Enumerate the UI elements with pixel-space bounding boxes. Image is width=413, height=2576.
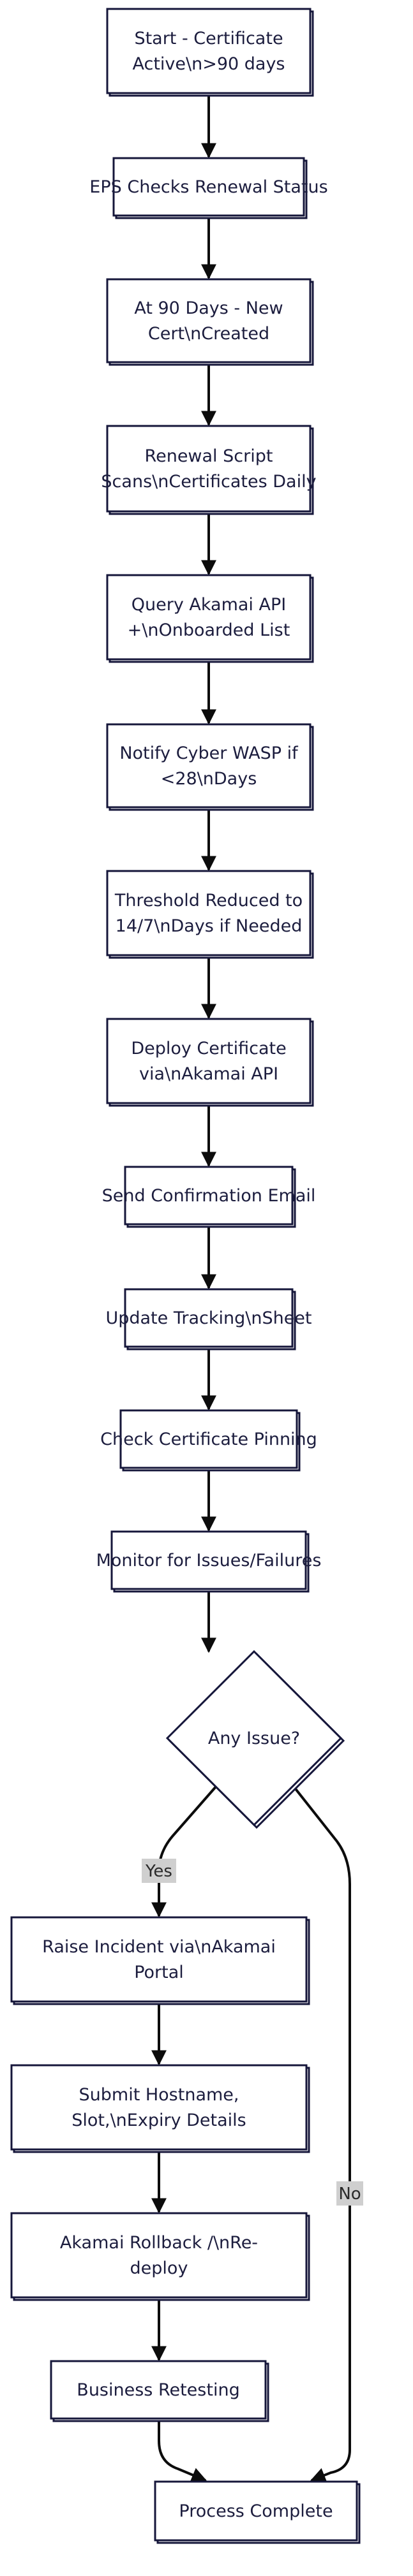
node-label-line: EPS Checks Renewal Status	[89, 177, 327, 197]
node-label-line: Submit Hostname,	[79, 2085, 239, 2105]
node-eps: EPS Checks Renewal Status	[89, 157, 328, 219]
node-notify: Notify Cyber WASP if <28\nDays	[106, 723, 314, 811]
node-label-line: Start - Certificate	[134, 29, 283, 48]
edge-decision-to-incident	[151, 1784, 218, 1918]
node-label-line: Active\n>90 days	[132, 54, 285, 74]
process-box	[10, 1916, 308, 2003]
edge-label-text: No	[338, 2184, 361, 2204]
decision-diamond	[165, 1650, 343, 1827]
process-box	[124, 1288, 294, 1348]
node-tracking: Update Tracking\nSheet	[105, 1288, 312, 1350]
edge-retest-to-complete	[158, 2419, 207, 2482]
edge-label-background	[142, 1859, 176, 1883]
process-box	[110, 1530, 307, 1590]
node-label-line: Process Complete	[179, 2501, 333, 2521]
node-monitor: Monitor for Issues/Failures	[96, 1530, 322, 1593]
node-label-line: Akamai Rollback /\nRe-	[60, 2233, 258, 2253]
edge-decision-to-complete	[290, 1783, 351, 2483]
process-box	[106, 870, 312, 956]
edge-label-yes: Yes	[142, 1859, 176, 1883]
node-label-line: Portal	[134, 1963, 184, 1982]
node-label-line: Business Retesting	[77, 2380, 239, 2400]
process-box	[106, 1018, 312, 1104]
process-box	[10, 2212, 308, 2299]
node-label-line: via\nAkamai API	[139, 1064, 278, 1084]
node-label-line: Query Akamai API	[131, 595, 286, 615]
node-label-line: Any Issue?	[208, 1729, 300, 1748]
process-box	[50, 2360, 267, 2420]
edge-label-background	[336, 2181, 363, 2206]
node-label-line: At 90 Days - New	[134, 298, 283, 318]
node-email: Send Confirmation Email	[102, 1166, 316, 1228]
node-label-line: Threshold Reduced to	[114, 891, 303, 911]
edge-label-text: Yes	[145, 1862, 172, 1881]
node-label-line: Renewal Script	[145, 446, 273, 466]
node-query: Query Akamai API +\nOnboarded List	[106, 574, 314, 663]
node-label-line: Cert\nCreated	[148, 324, 269, 344]
node-label-line: Update Tracking\nSheet	[105, 1308, 312, 1328]
node-label-line: Slot,\nExpiry Details	[71, 2111, 246, 2130]
process-box	[106, 278, 312, 363]
node-label-line: Notify Cyber WASP if	[119, 743, 299, 763]
node-label-line: 14/7\nDays if Needed	[116, 916, 303, 936]
node-label-line: Scans\nCertificates Daily	[101, 472, 316, 492]
process-box	[106, 425, 312, 513]
process-box	[112, 157, 305, 217]
node-label-line: Monitor for Issues/Failures	[96, 1551, 322, 1570]
process-box	[106, 574, 312, 661]
node-label-line: deploy	[130, 2258, 188, 2278]
process-box	[119, 1409, 298, 1469]
node-label-line: +\nOnboarded List	[128, 620, 290, 640]
edge-label-no: No	[336, 2181, 363, 2206]
node-label-line: Check Certificate Pinning	[100, 1430, 317, 1449]
node-label-line: <28\nDays	[161, 769, 257, 789]
node-retest: Business Retesting	[50, 2360, 269, 2422]
node-label-line: Send Confirmation Email	[102, 1186, 316, 1206]
node-complete: Process Complete	[154, 2480, 361, 2544]
process-box	[10, 2064, 308, 2151]
node-threshold: Threshold Reduced to 14/7\nDays if Needed	[106, 870, 314, 959]
node-label-line: Raise Incident via\nAkamai	[42, 1937, 276, 1957]
process-box	[106, 8, 312, 94]
node-decision: Any Issue?	[165, 1650, 345, 1829]
node-label-line: Deploy Certificate	[131, 1039, 286, 1058]
node-rollback: Akamai Rollback /\nRe-deploy	[10, 2212, 310, 2301]
process-box	[124, 1166, 294, 1226]
process-box	[154, 2480, 358, 2542]
node-pinning: Check Certificate Pinning	[100, 1409, 317, 1472]
process-box	[106, 723, 312, 809]
node-hostname: Submit Hostname, Slot,\nExpiry Details	[10, 2064, 310, 2153]
node-deploy: Deploy Certificate via\nAkamai API	[106, 1018, 314, 1107]
